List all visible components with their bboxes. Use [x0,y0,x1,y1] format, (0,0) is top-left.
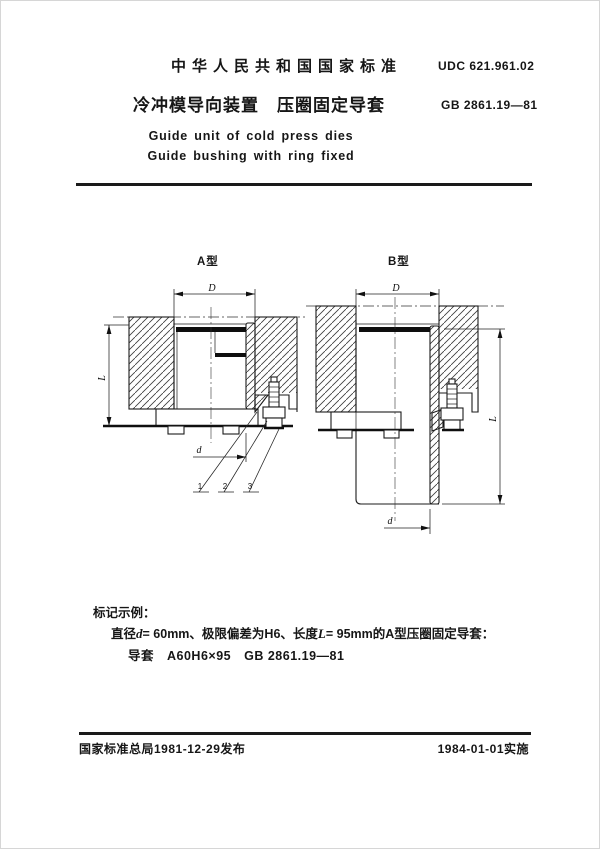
dim-label-D: D [207,283,216,294]
spec-variable-L: L [317,626,326,641]
figure-type-a-drawing: D L d 1 2 3 [97,283,305,493]
part-leader-lines: 1 2 3 [193,411,280,493]
english-title-line2: Guide bushing with ring fixed [147,149,355,163]
dimension-D: D [173,283,256,319]
spec-variable-d: d [136,626,143,641]
dimension-D: D [355,283,440,319]
dim-label-d: d [197,445,203,456]
national-standard-heading: 中华人民共和国国家标准 [171,58,403,75]
spec-mid: = 60mm、极限偏差为H6、长度 [142,627,318,641]
footer-divider-rule [79,732,531,735]
page-title: 冷冲模导向装置 压圈固定导套 [133,96,385,115]
marking-example-designation: 导套 A60H6×95 GB 2861.19—81 [128,649,345,663]
fixing-screw [440,378,464,432]
dimension-L: L [442,328,505,505]
dim-label-D: D [391,283,400,294]
press-ring-section [103,394,293,435]
udc-number: UDC 621.961.02 [438,59,535,73]
header-divider-rule [76,183,532,186]
figure-b-label: B型 [388,256,410,268]
part-label-1: 1 [198,482,203,491]
english-title-block: Guide unit of cold press dies Guide bush… [126,126,376,166]
spec-suffix: = 95mm的A型压圈固定导套： [325,627,495,641]
figure-a-label: A型 [197,256,219,268]
marking-example-heading: 标记示例： [93,606,156,620]
footer-implemented-text: 1984-01-01实施 [437,742,529,756]
dimension-L: L [97,324,129,426]
spec-prefix: 直径 [111,627,137,641]
dimension-d: d [384,509,431,534]
figure-type-b-drawing: D L d [306,283,505,534]
press-ring-section [318,408,444,439]
die-plate-section [306,305,504,433]
standard-number: GB 2861.19—81 [441,98,538,112]
dim-label-L: L [97,375,108,382]
marking-example-spec: 直径d= 60mm、极限偏差为H6、长度L= 95mm的A型压圈固定导套： [111,623,494,642]
footer-issued-text: 国家标准总局1981-12-29发布 [79,742,246,756]
part-label-2: 2 [223,482,228,491]
dim-label-d: d [388,516,394,527]
dim-label-L: L [488,416,499,423]
dimension-d: d [193,433,247,462]
part-label-3: 3 [248,482,253,491]
guide-bushing-section [173,322,256,410]
english-title-line1: Guide unit of cold press dies [148,129,354,143]
